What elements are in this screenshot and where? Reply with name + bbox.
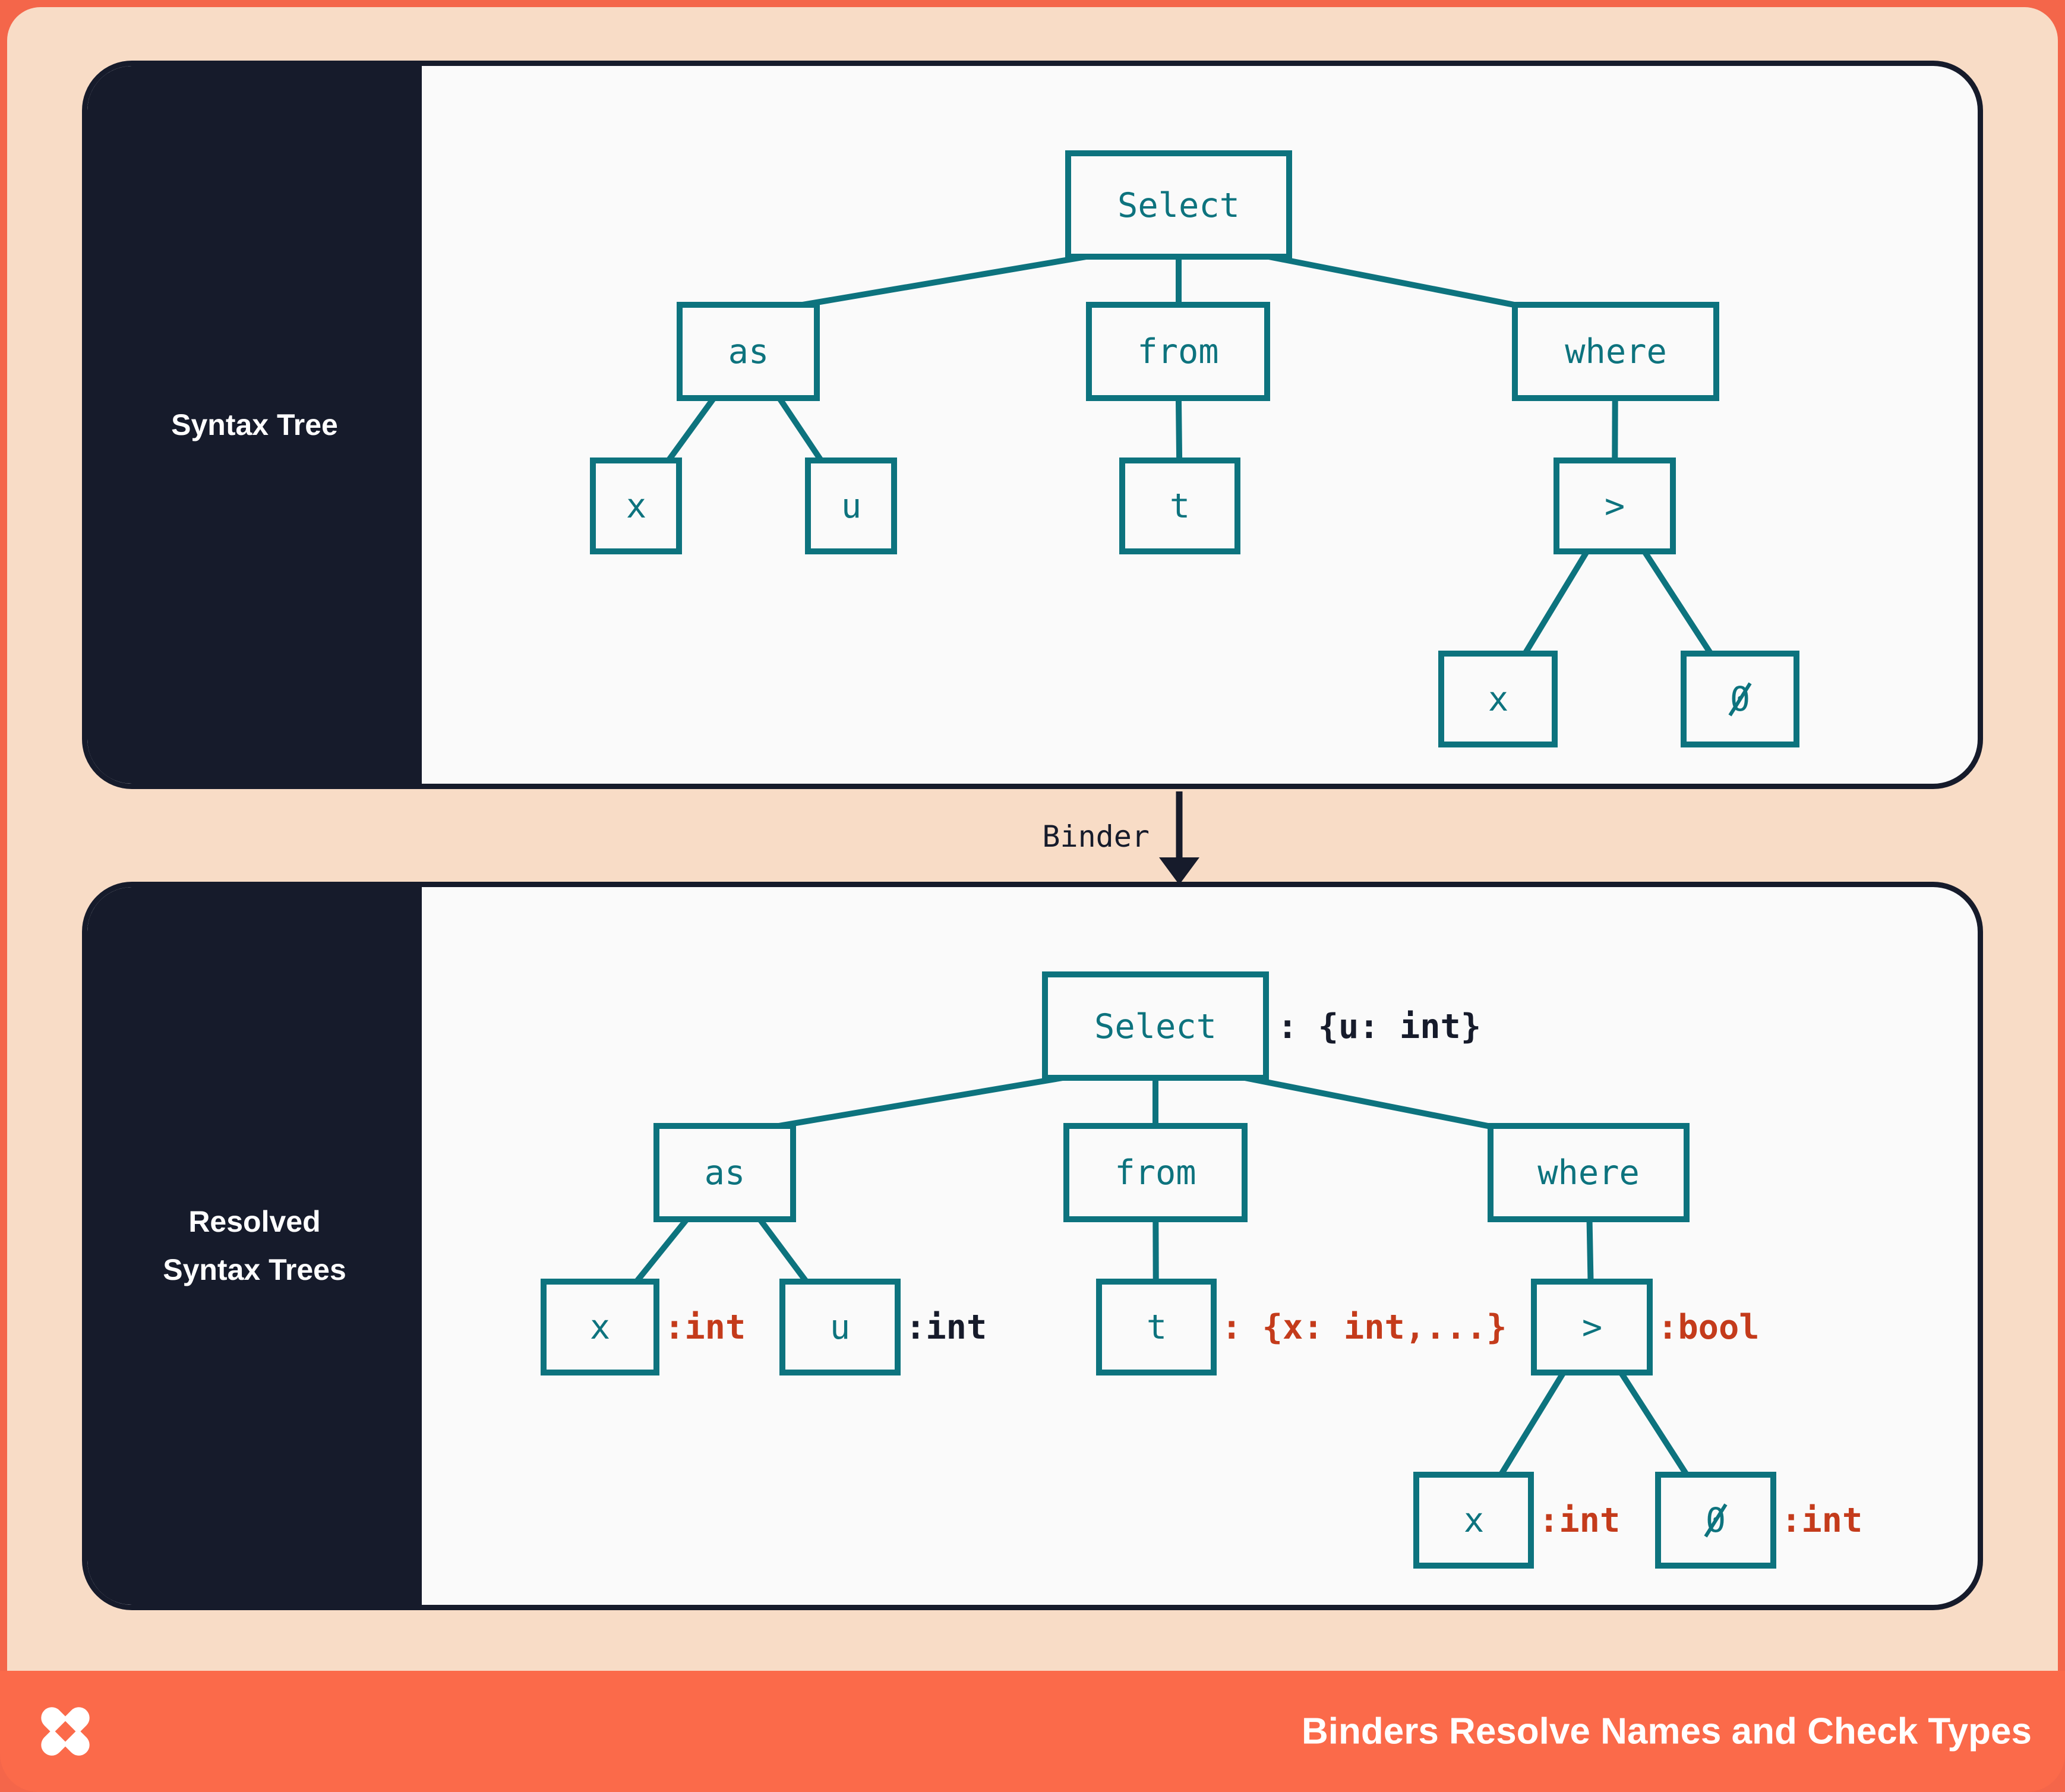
footer-title: Binders Resolve Names and Check Types: [1301, 1711, 2032, 1752]
dioxus-logo-icon: [41, 1707, 90, 1756]
resolved-syntax-trees-panel: Resolved Syntax Trees: [82, 882, 1983, 1610]
panel-label-line: Syntax Trees: [163, 1253, 346, 1286]
panel-label-line: Syntax Tree: [171, 408, 338, 441]
syntax-tree-sidebar: Syntax Tree: [87, 66, 422, 784]
syntax-tree-panel: Syntax Tree: [82, 61, 1983, 789]
syntax-tree-panel-label: Syntax Tree: [171, 401, 338, 449]
resolved-panel-sidebar: Resolved Syntax Trees: [87, 887, 422, 1605]
footer-bar: Binders Resolve Names and Check Types: [0, 1671, 2065, 1792]
resolved-panel-label: Resolved Syntax Trees: [163, 1198, 346, 1294]
panel-label-line: Resolved: [188, 1205, 321, 1238]
